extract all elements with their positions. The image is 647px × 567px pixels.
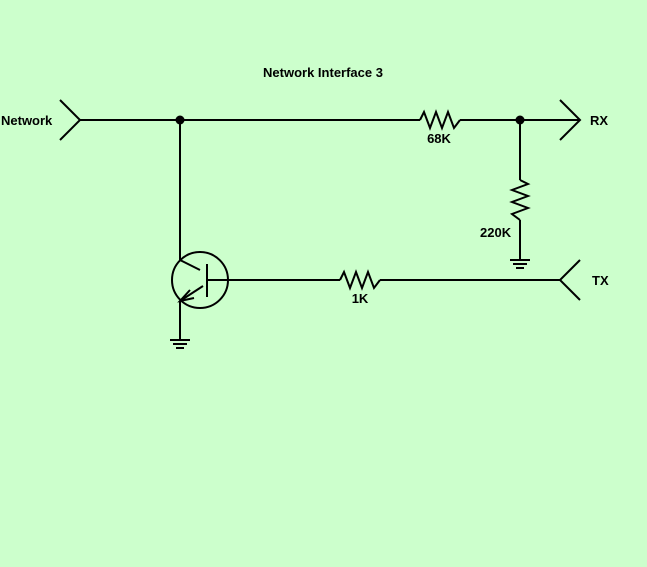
network-connector-symbol	[59, 99, 82, 141]
diagram-title: Network Interface 3	[263, 65, 383, 80]
resistor-1k	[339, 269, 381, 291]
npn-transistor	[171, 251, 229, 309]
ground-symbol-emitter	[170, 339, 190, 349]
network-port-label: Network	[1, 113, 53, 128]
rx-connector-symbol	[559, 99, 582, 141]
resistor-1k-label: 1K	[352, 291, 369, 306]
tx-port-label: TX	[592, 273, 609, 288]
ground-symbol-divider	[510, 259, 530, 269]
rx-port-label: RX	[590, 113, 608, 128]
resistor-68k-label: 68K	[427, 131, 451, 146]
resistor-220k-label: 220K	[480, 225, 512, 240]
resistor-220k	[509, 179, 531, 221]
resistor-68k	[419, 109, 461, 131]
tx-connector-symbol	[558, 259, 581, 301]
